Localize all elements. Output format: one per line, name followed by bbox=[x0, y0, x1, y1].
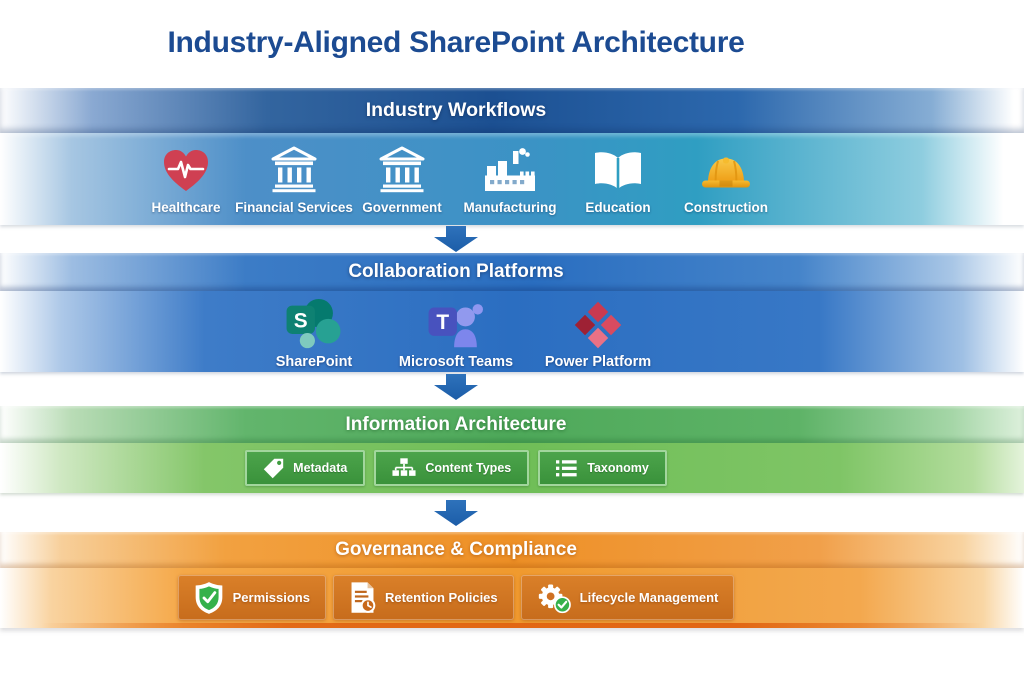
industry-workflows-header-band: Industry Workflows bbox=[0, 88, 1024, 133]
page-title-row: Industry-Aligned SharePoint Architecture bbox=[0, 26, 912, 60]
industry-item-label: Construction bbox=[684, 200, 768, 215]
industry-item-label: Manufacturing bbox=[463, 200, 557, 215]
list-icon bbox=[556, 459, 578, 478]
industry-item-government: Government bbox=[348, 141, 456, 215]
platform-item-microsoft-teams: T Microsoft Teams bbox=[385, 298, 527, 370]
governance-compliance-header-band: Governance & Compliance bbox=[0, 532, 1024, 568]
sitemap-icon bbox=[392, 458, 416, 478]
tag-icon bbox=[263, 458, 284, 479]
svg-text:S: S bbox=[294, 309, 308, 332]
industry-workflows-header: Industry Workflows bbox=[365, 99, 547, 121]
collaboration-platforms-header-band: Collaboration Platforms bbox=[0, 253, 1024, 291]
information-architecture-header: Information Architecture bbox=[345, 414, 567, 435]
industry-item-manufacturing: Manufacturing bbox=[456, 141, 564, 215]
lifecycle-management-button: Lifecycle Management bbox=[520, 575, 735, 620]
industry-item-label: Healthcare bbox=[151, 200, 221, 215]
power-platform-icon bbox=[572, 298, 624, 351]
governance-buttons-row: Permissions Retention Policies bbox=[0, 575, 912, 620]
platform-items-row: S SharePoint T Microsoft Teams bbox=[0, 298, 912, 370]
permissions-button: Permissions bbox=[177, 575, 326, 620]
platform-item-label: SharePoint bbox=[275, 354, 353, 370]
bank-icon bbox=[379, 141, 425, 193]
open-book-icon bbox=[591, 141, 645, 193]
platform-item-sharepoint: S SharePoint bbox=[243, 298, 385, 370]
down-arrow-icon bbox=[0, 374, 912, 401]
document-clock-icon bbox=[349, 581, 376, 614]
industry-item-construction: Construction bbox=[672, 141, 780, 215]
taxonomy-label: Taxonomy bbox=[587, 461, 649, 475]
metadata-button: Metadata bbox=[245, 450, 366, 486]
page-title: Industry-Aligned SharePoint Architecture bbox=[167, 26, 745, 59]
industry-item-label: Financial Services bbox=[235, 200, 353, 215]
bank-icon bbox=[271, 141, 317, 193]
retention-policies-label: Retention Policies bbox=[384, 590, 498, 605]
industry-item-financial-services: Financial Services bbox=[235, 141, 353, 215]
down-arrow-icon bbox=[0, 500, 912, 527]
down-arrow-icon bbox=[0, 226, 912, 253]
content-types-button: Content Types bbox=[374, 450, 530, 486]
industry-item-label: Government bbox=[362, 200, 442, 215]
platform-item-label: Microsoft Teams bbox=[398, 354, 514, 370]
svg-text:T: T bbox=[436, 311, 449, 334]
industry-items-row: Healthcare Financial Services bbox=[0, 141, 912, 215]
permissions-label: Permissions bbox=[232, 590, 310, 605]
industry-item-healthcare: Healthcare bbox=[132, 141, 240, 215]
gear-check-icon bbox=[537, 582, 571, 614]
content-types-label: Content Types bbox=[425, 461, 512, 475]
hard-hat-icon bbox=[700, 141, 752, 193]
information-architecture-buttons-row: Metadata Content Types bbox=[0, 450, 912, 486]
teams-icon: T bbox=[424, 298, 488, 351]
governance-compliance-header: Governance & Compliance bbox=[335, 539, 577, 560]
taxonomy-button: Taxonomy bbox=[538, 450, 667, 486]
collaboration-platforms-body-band bbox=[0, 291, 1024, 372]
collaboration-platforms-header: Collaboration Platforms bbox=[348, 261, 564, 282]
sharepoint-icon: S bbox=[282, 298, 346, 351]
factory-icon bbox=[483, 141, 537, 193]
platform-item-label: Power Platform bbox=[544, 354, 652, 370]
platform-item-power-platform: Power Platform bbox=[527, 298, 669, 370]
heart-pulse-icon bbox=[162, 141, 210, 193]
lifecycle-management-label: Lifecycle Management bbox=[579, 590, 719, 605]
metadata-label: Metadata bbox=[293, 461, 348, 475]
shield-check-icon bbox=[194, 581, 224, 615]
retention-policies-button: Retention Policies bbox=[332, 575, 514, 620]
industry-item-education: Education bbox=[564, 141, 672, 215]
information-architecture-header-band: Information Architecture bbox=[0, 406, 1024, 443]
industry-item-label: Education bbox=[585, 200, 651, 215]
